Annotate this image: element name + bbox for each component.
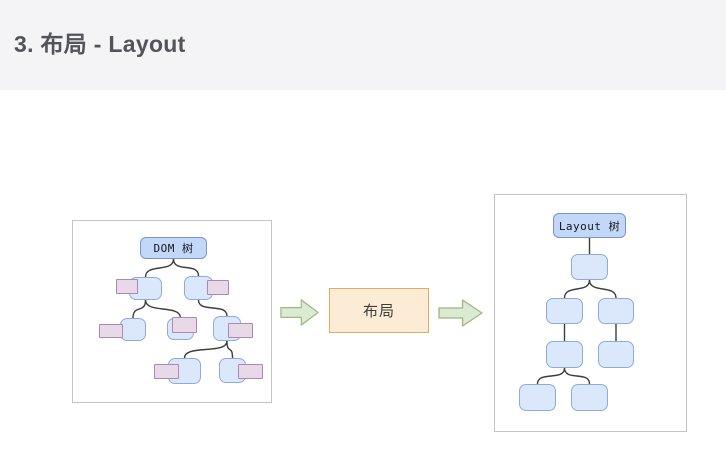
tree-root-node: Layout 树 — [553, 213, 626, 238]
attached-box — [116, 279, 138, 294]
tree-edge — [144, 299, 182, 319]
tree-edge — [197, 299, 228, 317]
layout-step-box: 布局 — [329, 288, 429, 333]
section-header: 3. 布局 - Layout — [0, 0, 726, 90]
attached-box — [172, 317, 197, 333]
tree-node — [571, 254, 608, 280]
attached-box — [99, 324, 123, 338]
tree-edge — [132, 299, 147, 319]
attached-box — [207, 280, 229, 295]
tree-node — [120, 318, 146, 341]
tree-edge — [144, 258, 175, 278]
attached-box — [154, 364, 179, 379]
flow-right-arrow-icon — [280, 298, 319, 327]
tree-node — [546, 341, 583, 368]
tree-node — [598, 298, 634, 324]
tree-edge — [226, 340, 234, 359]
tree-edge — [183, 340, 228, 359]
tree-edge — [563, 367, 591, 385]
tree-root-node: DOM 树 — [140, 237, 207, 259]
section-title: 3. 布局 - Layout — [14, 31, 186, 57]
tree-edge — [588, 279, 617, 299]
attached-box — [228, 323, 253, 338]
tree-node — [598, 341, 634, 368]
tree-node — [571, 384, 608, 411]
layout-tree-panel: Layout 树 — [494, 194, 687, 432]
tree-edge — [172, 258, 200, 277]
tree-edge — [536, 367, 566, 385]
flow-right-arrow-icon — [438, 298, 483, 328]
dom-tree-panel: DOM 树 — [72, 220, 272, 403]
layout-step-label: 布局 — [362, 303, 395, 320]
tree-edge — [563, 279, 591, 299]
attached-box — [238, 364, 263, 379]
tree-node — [546, 298, 583, 324]
tree-node — [519, 384, 556, 411]
